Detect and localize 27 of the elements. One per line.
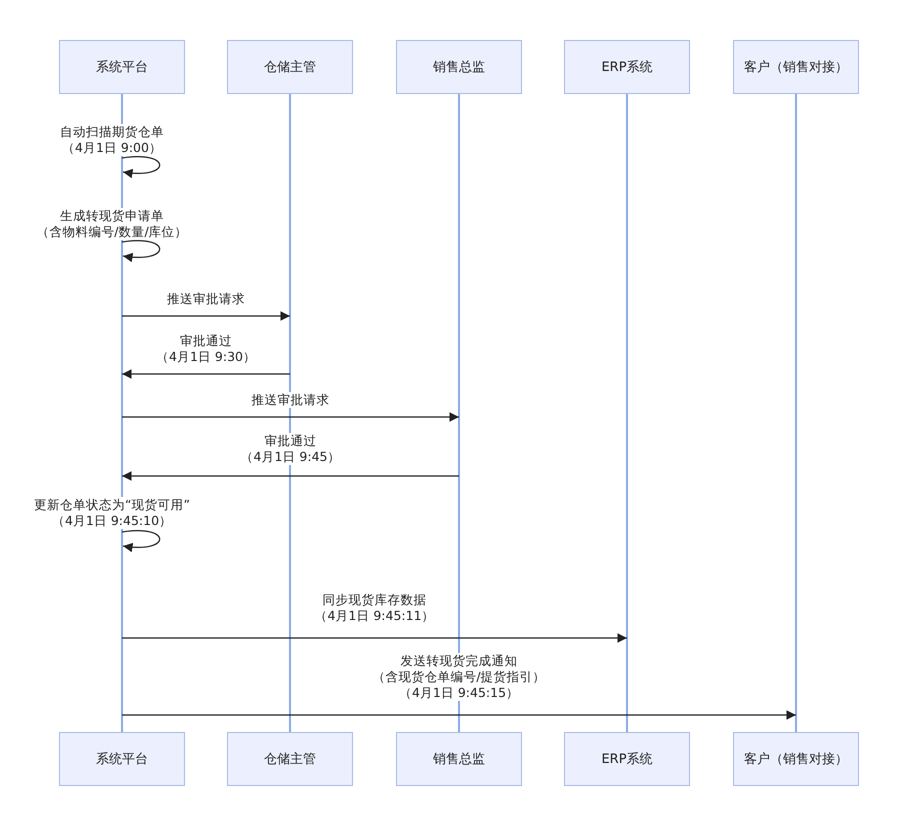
participant-box: 系统平台 [59,40,185,94]
participant-box: 客户（销售对接） [733,40,859,94]
message-label: 推送审批请求 [250,392,332,408]
lifeline [458,94,460,732]
lifeline [626,94,628,732]
message-arrow [122,710,796,720]
participant-box: 仓储主管 [227,40,353,94]
self-message-arrow [122,156,160,178]
self-message-arrow [122,530,160,552]
message-arrow [122,471,459,481]
message-arrow [122,311,290,321]
lifeline [289,94,291,732]
participant-box: 仓储主管 [227,732,353,786]
participant-box: 客户（销售对接） [733,732,859,786]
lifeline [795,94,797,732]
participant-box: ERP系统 [564,40,690,94]
participant-box: 销售总监 [396,40,522,94]
participant-box: ERP系统 [564,732,690,786]
message-arrow [122,369,290,379]
participant-box: 销售总监 [396,732,522,786]
participant-box: 系统平台 [59,732,185,786]
message-arrow [122,633,627,643]
lifeline [121,94,123,732]
message-label: 推送审批请求 [165,291,247,307]
message-arrow [122,412,459,422]
message-label: 更新仓单状态为“现货可用”（4月1日 9:45:10） [32,497,192,529]
self-message-arrow [122,240,160,262]
